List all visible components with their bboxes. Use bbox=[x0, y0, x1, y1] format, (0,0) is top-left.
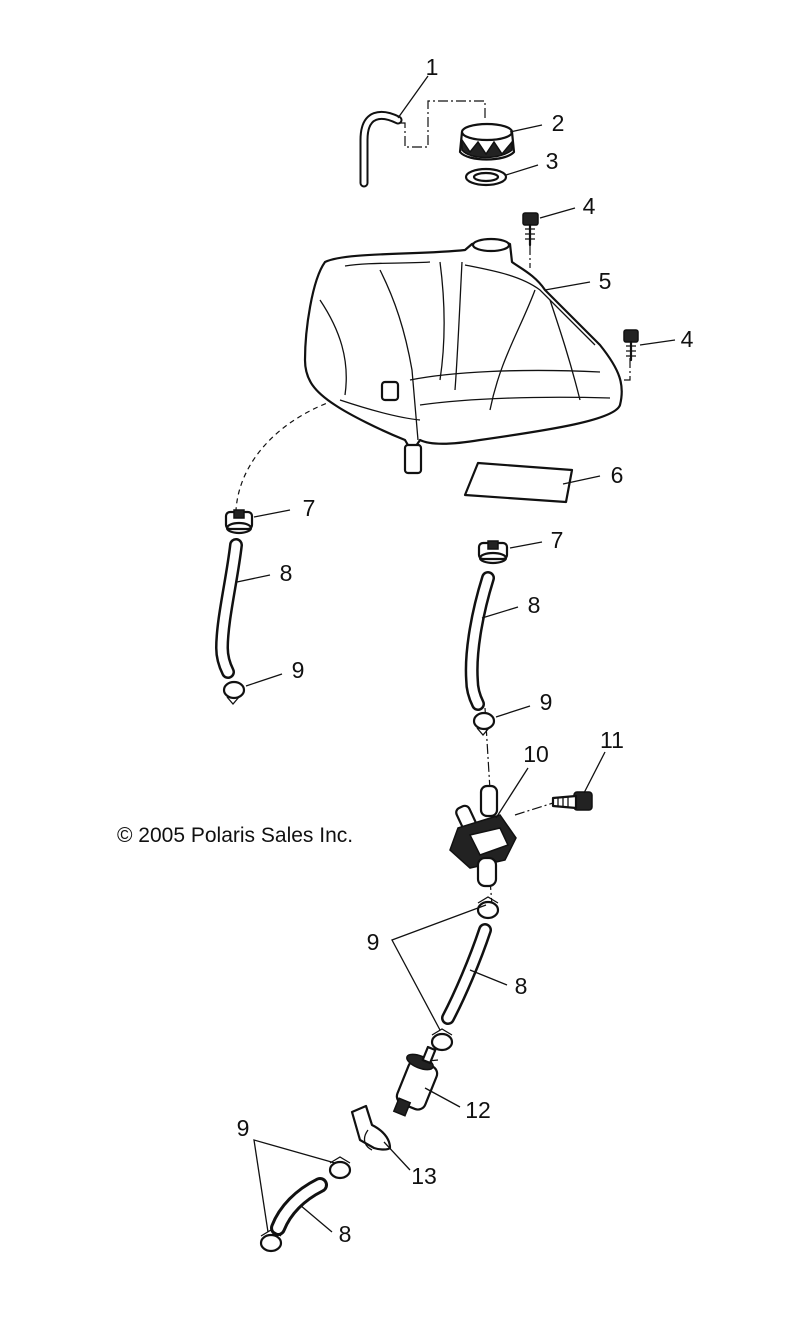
callout-10: 10 bbox=[523, 741, 549, 767]
filter-axis bbox=[417, 1059, 439, 1063]
outlet-fitting bbox=[403, 443, 423, 475]
callout-9c: 9 bbox=[367, 929, 380, 955]
clamp-9-d bbox=[430, 1028, 454, 1052]
clamp-9-a bbox=[222, 680, 246, 705]
tank-bolt-lower bbox=[623, 329, 639, 362]
vent-fitting bbox=[380, 380, 400, 402]
hose-clamp-right bbox=[477, 540, 509, 565]
filter-clip-part bbox=[350, 1104, 392, 1151]
tank-decal-part bbox=[463, 461, 574, 504]
callout-3: 3 bbox=[546, 148, 559, 174]
callout-9b: 9 bbox=[540, 689, 553, 715]
fuel-valve-part bbox=[449, 784, 517, 888]
leader-lines bbox=[236, 75, 676, 1233]
copyright-text: © 2005 Polaris Sales Inc. bbox=[117, 824, 353, 847]
fuel-hose-left bbox=[214, 538, 243, 679]
fuel-hose-lower bbox=[441, 923, 492, 1025]
callout-7a: 7 bbox=[303, 495, 316, 521]
callout-6: 6 bbox=[611, 462, 624, 488]
assembly-lines bbox=[235, 100, 631, 1063]
fuel-cap-part bbox=[458, 122, 516, 161]
clamp-9-f bbox=[259, 1229, 283, 1253]
hose-clamp-left bbox=[224, 509, 254, 535]
clamp-9-b bbox=[472, 711, 496, 736]
fuel-tank-part bbox=[303, 237, 623, 475]
callout-8c: 8 bbox=[515, 973, 528, 999]
callout-11: 11 bbox=[600, 727, 624, 753]
callout-8a: 8 bbox=[280, 560, 293, 586]
fuel-hose-bottom bbox=[270, 1177, 328, 1236]
callout-13: 13 bbox=[411, 1163, 437, 1189]
callout-numbers: 1 2 3 4 5 4 6 7 7 8 8 9 9 10 11 9 8 12 1… bbox=[237, 54, 694, 1247]
callout-5: 5 bbox=[599, 268, 612, 294]
callout-2: 2 bbox=[552, 110, 565, 136]
callout-8d: 8 bbox=[339, 1221, 352, 1247]
callout-9d: 9 bbox=[237, 1115, 250, 1141]
callout-12: 12 bbox=[465, 1097, 491, 1123]
vent-line-path bbox=[400, 100, 486, 148]
fuel-filter-part bbox=[392, 1045, 439, 1117]
callout-4b: 4 bbox=[681, 326, 694, 352]
callout-8b: 8 bbox=[528, 592, 541, 618]
callout-9a: 9 bbox=[292, 657, 305, 683]
callout-4: 4 bbox=[583, 193, 596, 219]
valve-bolt-part bbox=[551, 791, 593, 811]
clamp-9-e bbox=[328, 1156, 352, 1180]
cap-gasket-part bbox=[464, 167, 508, 187]
callout-7b: 7 bbox=[551, 527, 564, 553]
vent-hose-part bbox=[359, 110, 403, 188]
callout-1: 1 bbox=[426, 54, 439, 80]
bolt-axis-valve bbox=[514, 802, 554, 816]
bolt-axis-right bbox=[485, 358, 631, 381]
fuel-hose-right bbox=[464, 571, 495, 711]
small-clamps bbox=[222, 680, 500, 1253]
tank-bolt-upper bbox=[522, 212, 539, 247]
